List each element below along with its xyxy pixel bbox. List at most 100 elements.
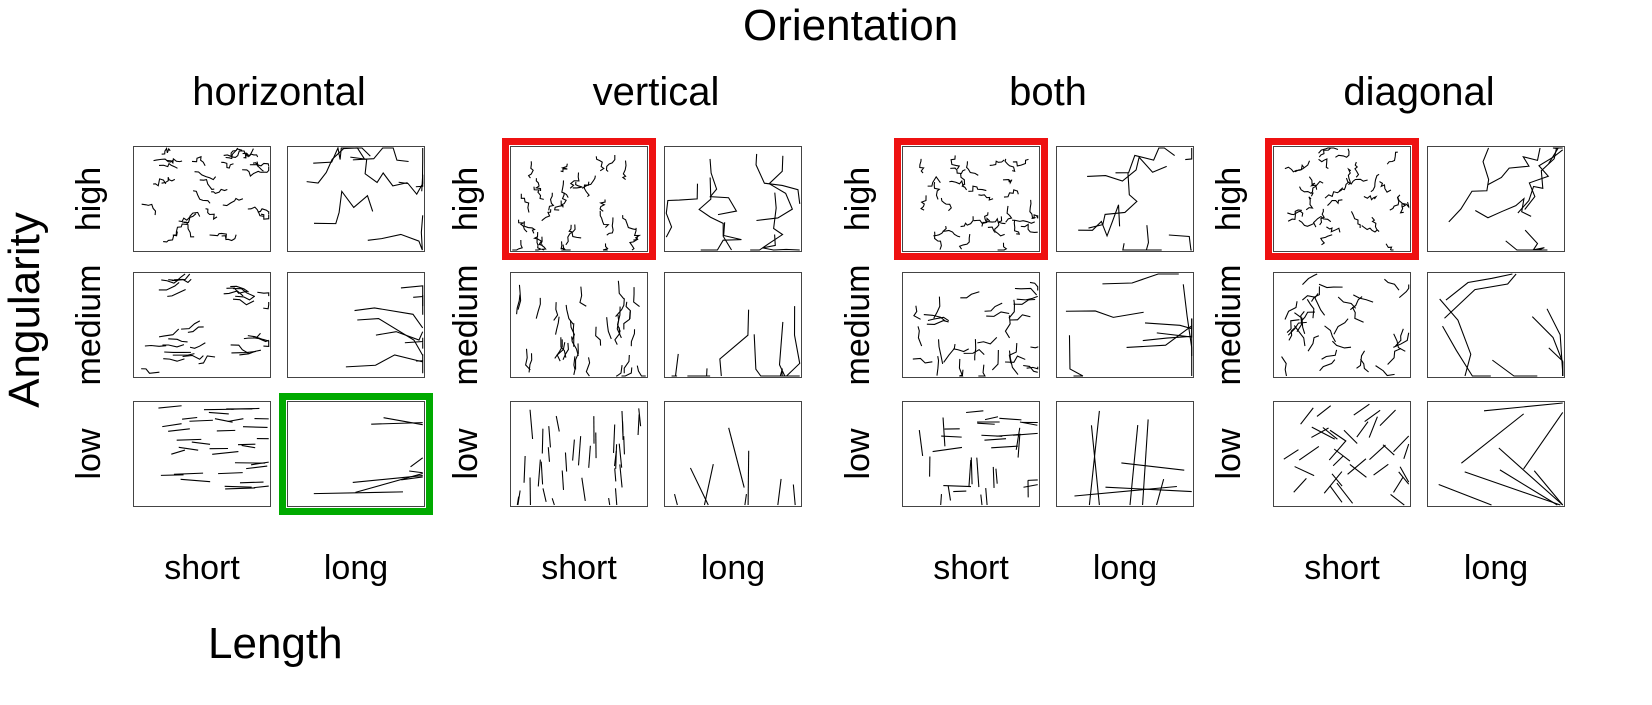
pattern-strokes bbox=[912, 281, 1039, 377]
stroke-line bbox=[367, 215, 424, 251]
stroke-line bbox=[1298, 219, 1317, 228]
stroke-line bbox=[1524, 229, 1548, 251]
pattern-strokes bbox=[1448, 147, 1564, 251]
pattern-strokes bbox=[512, 155, 642, 251]
stroke-line bbox=[235, 295, 255, 301]
stroke-line bbox=[1523, 412, 1564, 470]
stroke-line bbox=[1311, 426, 1335, 440]
stroke-line bbox=[968, 459, 972, 487]
stroke-line bbox=[703, 463, 714, 506]
stroke-line bbox=[1293, 325, 1306, 347]
stroke-line bbox=[1353, 403, 1370, 416]
stroke-line bbox=[548, 192, 555, 211]
stroke-line bbox=[1375, 365, 1395, 377]
stroke-line bbox=[1017, 433, 1021, 458]
stroke-line bbox=[167, 288, 186, 297]
stroke-line bbox=[933, 225, 947, 237]
stroke-line bbox=[547, 447, 551, 462]
stroke-line bbox=[523, 455, 526, 483]
stroke-line bbox=[1438, 484, 1492, 506]
stroke-line bbox=[1012, 158, 1029, 167]
angularity-label-medium: medium bbox=[447, 264, 485, 386]
stroke-line bbox=[1398, 471, 1410, 485]
pattern-panel-both-medium-short bbox=[902, 272, 1040, 378]
stroke-line bbox=[1390, 493, 1405, 506]
stroke-line bbox=[548, 426, 551, 448]
stroke-line bbox=[1324, 325, 1336, 343]
stroke-line bbox=[932, 446, 963, 453]
stroke-line bbox=[612, 424, 616, 453]
stroke-line bbox=[927, 316, 950, 322]
stroke-line bbox=[1013, 219, 1021, 235]
stroke-line bbox=[1312, 215, 1332, 224]
stroke-line bbox=[986, 311, 1010, 317]
stroke-line bbox=[1360, 358, 1369, 373]
stroke-line bbox=[575, 343, 579, 370]
stroke-line bbox=[615, 298, 625, 318]
stroke-line bbox=[1026, 366, 1039, 370]
stroke-line bbox=[744, 493, 747, 506]
stroke-line bbox=[222, 197, 244, 207]
stroke-line bbox=[211, 188, 228, 195]
stroke-line bbox=[1354, 161, 1360, 178]
angularity-title: Angularity bbox=[0, 212, 49, 408]
stroke-line bbox=[1356, 421, 1369, 438]
length-label-long: long bbox=[1463, 549, 1529, 587]
stroke-line bbox=[518, 219, 528, 233]
stroke-line bbox=[162, 344, 185, 348]
stroke-line bbox=[541, 209, 552, 222]
stroke-line bbox=[1331, 340, 1352, 349]
stroke-line bbox=[621, 367, 633, 377]
stroke-line bbox=[182, 416, 198, 420]
pattern-strokes bbox=[141, 273, 270, 374]
stroke-line bbox=[919, 158, 925, 174]
stroke-line bbox=[1531, 316, 1564, 377]
stroke-line bbox=[241, 444, 256, 449]
stroke-line bbox=[987, 217, 1006, 225]
stroke-line bbox=[588, 445, 591, 468]
stroke-line bbox=[755, 153, 801, 204]
stroke-line bbox=[172, 353, 195, 356]
stroke-line bbox=[183, 211, 201, 224]
pattern-panel-diagonal-low-long bbox=[1427, 401, 1565, 507]
stroke-line bbox=[933, 296, 941, 319]
stroke-line bbox=[556, 342, 566, 362]
stroke-line bbox=[981, 212, 989, 227]
stroke-line bbox=[912, 357, 933, 364]
stroke-line bbox=[1323, 471, 1343, 494]
stroke-line bbox=[1310, 180, 1324, 195]
length-label-short: short bbox=[1304, 549, 1380, 587]
stroke-line bbox=[1337, 296, 1357, 309]
stroke-line bbox=[1008, 299, 1016, 319]
pattern-panel-vertical-medium-short bbox=[510, 272, 648, 378]
stroke-line bbox=[984, 438, 1007, 441]
pattern-strokes bbox=[1281, 273, 1410, 377]
stroke-line bbox=[221, 234, 237, 242]
stroke-line bbox=[205, 208, 218, 221]
stroke-line bbox=[994, 216, 1003, 233]
stroke-line bbox=[976, 457, 980, 488]
stroke-line bbox=[637, 414, 640, 435]
stroke-line bbox=[763, 321, 786, 377]
stroke-line bbox=[1121, 462, 1185, 471]
stroke-line bbox=[1013, 432, 1038, 436]
stroke-line bbox=[926, 320, 949, 325]
stroke-line bbox=[623, 311, 631, 330]
length-label-short: short bbox=[933, 549, 1009, 587]
stroke-line bbox=[1371, 216, 1380, 232]
stroke-line bbox=[512, 240, 523, 251]
stroke-line bbox=[940, 197, 952, 212]
stroke-line bbox=[614, 488, 618, 506]
stroke-line bbox=[615, 365, 623, 377]
angularity-label-high: high bbox=[1210, 166, 1248, 232]
stroke-line bbox=[585, 357, 591, 377]
stroke-line bbox=[978, 194, 994, 201]
pattern-panel-horizontal-medium-short bbox=[133, 272, 271, 378]
stroke-line bbox=[554, 200, 564, 211]
length-title: Length bbox=[208, 619, 343, 668]
stroke-line bbox=[1318, 147, 1339, 154]
stroke-line bbox=[1347, 167, 1352, 186]
stroke-line bbox=[172, 223, 188, 236]
stroke-line bbox=[1319, 359, 1336, 372]
stroke-line bbox=[1004, 315, 1011, 339]
